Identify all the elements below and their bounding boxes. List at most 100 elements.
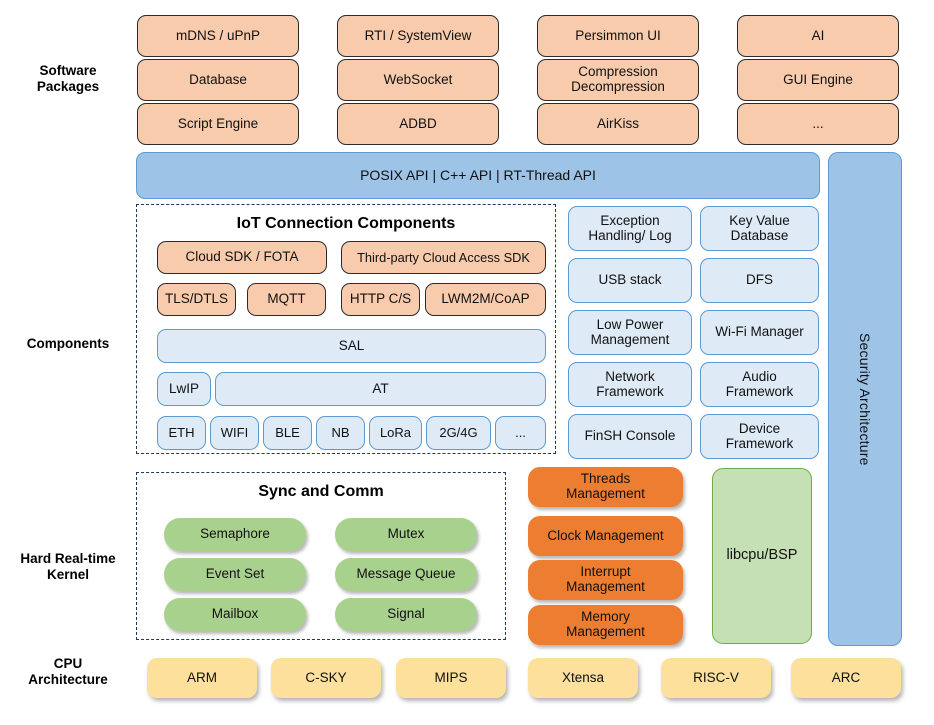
package-box[interactable]: AI	[737, 15, 899, 57]
component-label: Low Power Management	[590, 316, 670, 347]
package-box[interactable]: Persimmon UI	[537, 15, 699, 57]
security-architecture-column[interactable]: Security Architecture	[828, 152, 902, 646]
kernel-management-box[interactable]: Threads Management	[528, 467, 683, 507]
cpu-arch-label: C-SKY	[305, 669, 347, 685]
kernel-management-box[interactable]: Clock Management	[528, 516, 683, 556]
package-box[interactable]: Compression Decompression	[537, 59, 699, 101]
iot-group-title: IoT Connection Components	[236, 215, 456, 232]
iot-link-box[interactable]: BLE	[263, 416, 312, 450]
component-box[interactable]: Device Framework	[700, 414, 819, 459]
iot-link-box[interactable]: 2G/4G	[426, 416, 491, 450]
sync-label: Mutex	[387, 526, 425, 542]
package-box[interactable]: RTI / SystemView	[337, 15, 499, 57]
cpu-arch-label: ARM	[187, 669, 217, 685]
package-label: Persimmon UI	[575, 27, 661, 43]
package-label: Compression Decompression	[571, 64, 665, 94]
cpu-arch-box[interactable]: ARM	[147, 658, 257, 698]
kernel-management-box[interactable]: Interrupt Management	[528, 560, 683, 600]
iot-at-box[interactable]: AT	[215, 372, 546, 406]
sync-group-title: Sync and Comm	[258, 483, 384, 500]
iot-link-label: NB	[331, 424, 350, 440]
sync-box[interactable]: Semaphore	[164, 518, 306, 551]
iot-protocol-box[interactable]: TLS/DTLS	[157, 283, 236, 316]
iot-link-box[interactable]: NB	[316, 416, 365, 450]
component-box[interactable]: Audio Framework	[700, 362, 819, 407]
iot-cloud-box[interactable]: Cloud SDK / FOTA	[157, 241, 327, 274]
sync-box[interactable]: Mutex	[335, 518, 477, 551]
iot-protocol-label: HTTP C/S	[349, 291, 412, 307]
row-label-software-packages: Software Packages	[36, 63, 100, 94]
sync-label: Signal	[387, 606, 425, 622]
iot-cloud-box[interactable]: Third-party Cloud Access SDK	[341, 241, 546, 274]
component-label: USB stack	[598, 272, 662, 288]
package-box[interactable]: WebSocket	[337, 59, 499, 101]
sync-box[interactable]: Message Queue	[335, 558, 477, 591]
libcpu-bsp-box[interactable]: libcpu/BSP	[712, 468, 812, 644]
cpu-arch-box[interactable]: RISC-V	[661, 658, 771, 698]
iot-protocol-box[interactable]: LWM2M/CoAP	[425, 283, 546, 316]
package-label: ADBD	[399, 115, 437, 131]
cpu-arch-label: ARC	[831, 669, 861, 685]
component-label: Key Value Database	[729, 212, 790, 243]
package-box[interactable]: GUI Engine	[737, 59, 899, 101]
iot-link-label: ETH	[168, 424, 195, 440]
component-box[interactable]: FinSH Console	[568, 414, 692, 459]
package-box[interactable]: Database	[137, 59, 299, 101]
component-label: FinSH Console	[584, 428, 676, 444]
package-label: RTI / SystemView	[364, 27, 472, 43]
iot-lwip-box[interactable]: LwIP	[157, 372, 211, 406]
iot-link-box[interactable]: LoRa	[369, 416, 422, 450]
cpu-arch-label: RISC-V	[693, 669, 739, 685]
iot-protocol-label: MQTT	[267, 291, 306, 307]
row-label-components: Components	[26, 336, 110, 351]
component-label: Audio Framework	[725, 368, 794, 399]
component-box[interactable]: DFS	[700, 258, 819, 303]
sync-label: Semaphore	[200, 526, 270, 542]
component-box[interactable]: Exception Handling/ Log	[568, 206, 692, 251]
sync-box[interactable]: Event Set	[164, 558, 306, 591]
package-label: mDNS / uPnP	[175, 27, 261, 43]
sync-box[interactable]: Signal	[335, 598, 477, 631]
iot-link-box[interactable]: ...	[495, 416, 546, 450]
package-label: GUI Engine	[783, 71, 853, 87]
iot-link-label: 2G/4G	[439, 424, 478, 440]
cpu-arch-box[interactable]: Xtensa	[528, 658, 638, 698]
cpu-arch-label: MIPS	[434, 669, 468, 685]
kernel-management-box[interactable]: Memory Management	[528, 605, 683, 645]
package-box[interactable]: mDNS / uPnP	[137, 15, 299, 57]
package-box[interactable]: ADBD	[337, 103, 499, 145]
sync-box[interactable]: Mailbox	[164, 598, 306, 631]
component-box[interactable]: Network Framework	[568, 362, 692, 407]
iot-sal-box[interactable]: SAL	[157, 329, 546, 363]
package-label: AI	[811, 27, 825, 43]
iot-link-box[interactable]: ETH	[157, 416, 206, 450]
api-bar-label: POSIX API | C++ API | RT-Thread API	[360, 166, 596, 183]
api-bar[interactable]: POSIX API | C++ API | RT-Thread API	[136, 152, 820, 199]
component-box[interactable]: Low Power Management	[568, 310, 692, 355]
kernel-management-label: Interrupt Management	[566, 564, 645, 594]
kernel-management-label: Clock Management	[547, 527, 664, 543]
package-label: AirKiss	[596, 115, 639, 131]
row-label-cpu-architecture: CPU Architecture	[28, 656, 108, 687]
cpu-arch-box[interactable]: MIPS	[396, 658, 506, 698]
package-box[interactable]: ...	[737, 103, 899, 145]
iot-link-box[interactable]: WIFI	[210, 416, 259, 450]
cpu-arch-box[interactable]: C-SKY	[271, 658, 381, 698]
component-label: Wi-Fi Manager	[715, 324, 804, 340]
package-box[interactable]: Script Engine	[137, 103, 299, 145]
iot-protocol-box[interactable]: HTTP C/S	[341, 283, 420, 316]
iot-link-label: WIFI	[220, 424, 249, 440]
kernel-management-label: Threads Management	[566, 471, 645, 501]
iot-cloud-label: Cloud SDK / FOTA	[185, 249, 299, 265]
iot-lwip-label: LwIP	[168, 380, 199, 396]
iot-protocol-label: TLS/DTLS	[164, 291, 229, 307]
iot-protocol-label: LWM2M/CoAP	[441, 291, 530, 307]
cpu-arch-box[interactable]: ARC	[791, 658, 901, 698]
component-box[interactable]: USB stack	[568, 258, 692, 303]
component-box[interactable]: Wi-Fi Manager	[700, 310, 819, 355]
component-box[interactable]: Key Value Database	[700, 206, 819, 251]
package-label: WebSocket	[383, 71, 453, 87]
iot-protocol-box[interactable]: MQTT	[247, 283, 326, 316]
package-box[interactable]: AirKiss	[537, 103, 699, 145]
